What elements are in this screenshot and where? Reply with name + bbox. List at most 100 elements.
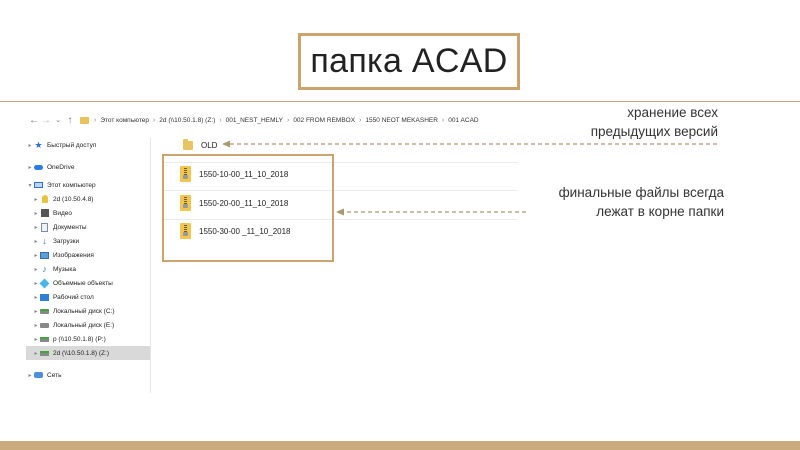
chevron-right-icon[interactable]: ▸ [34, 210, 38, 217]
breadcrumb-acad[interactable]: 001 ACAD [448, 116, 479, 124]
sidebar-item-3d-objects[interactable]: ▸ Объемные объекты [26, 276, 150, 290]
cube-icon [39, 278, 50, 288]
footer-bar [0, 441, 800, 450]
folder-icon [80, 116, 89, 124]
sidebar-item-quick-access[interactable]: ▸ ★ Быстрый доступ [26, 138, 150, 152]
row-divider [162, 162, 517, 163]
row-divider [162, 190, 517, 191]
sidebar-item-network-drive-z[interactable]: ▸ 2d (\\10.50.1.8) (Z:) [26, 346, 150, 360]
arrowhead-icon [222, 140, 230, 148]
video-icon [40, 209, 49, 218]
desktop-icon [40, 293, 49, 302]
back-arrow-icon[interactable]: ← [29, 114, 39, 126]
chevron-right-icon[interactable]: ▸ [34, 308, 38, 315]
chevron-right-icon[interactable]: ▸ [34, 196, 38, 203]
address-bar[interactable]: ← → ⌄ ↑ › Этот компьютер › 2d (\\10.50.1… [28, 112, 518, 128]
computer-icon [34, 181, 43, 190]
breadcrumb-separator-icon: › [359, 116, 362, 124]
sidebar-item-label: Видео [53, 209, 72, 217]
file-name: OLD [201, 140, 218, 150]
breadcrumb-from-rembox[interactable]: 002 FROM REMBOX [293, 116, 356, 124]
title-divider [0, 101, 800, 102]
chevron-right-icon[interactable]: ▸ [34, 266, 38, 273]
image-icon [40, 251, 49, 260]
sidebar-item-label: Документы [53, 223, 87, 231]
zip-archive-icon [180, 195, 191, 211]
sidebar-item-label: Загрузки [53, 237, 80, 245]
bulb-icon [40, 195, 49, 204]
breadcrumb-separator-icon: › [286, 116, 290, 124]
sidebar-item-network-drive-p[interactable]: ▸ p (\\10.50.1.8) (P:) [26, 332, 150, 346]
up-arrow-icon[interactable]: ↑ [67, 114, 73, 126]
chevron-right-icon[interactable]: ▸ [34, 238, 38, 245]
chevron-right-icon[interactable]: ▸ [34, 322, 38, 329]
recent-chevron-icon[interactable]: ⌄ [55, 117, 61, 124]
music-icon: ♪ [42, 264, 47, 274]
network-drive-icon [40, 349, 49, 358]
chevron-right-icon[interactable]: ▸ [34, 224, 38, 231]
chevron-right-icon[interactable]: ▸ [28, 164, 32, 171]
chevron-down-icon[interactable]: ▾ [28, 182, 32, 189]
sidebar-item-documents[interactable]: ▸ Документы [26, 220, 150, 234]
sidebar-item-pictures[interactable]: ▸ Изображения [26, 248, 150, 262]
annotation-line: хранение всех [627, 105, 718, 120]
network-drive-icon [40, 335, 49, 344]
drive-icon [40, 307, 49, 316]
annotation-final-files: финальные файлы всегда лежат в корне пап… [559, 183, 724, 221]
breadcrumb-separator-icon: › [94, 116, 97, 124]
list-item-folder-old[interactable]: OLD [183, 138, 218, 151]
sidebar-item-label: Сеть [47, 371, 62, 379]
sidebar-item-desktop[interactable]: ▸ Рабочий стол [26, 290, 150, 304]
sidebar-item-onedrive[interactable]: ▸ OneDrive [26, 160, 150, 174]
sidebar-item-label: OneDrive [47, 163, 75, 171]
annotation-old-versions: хранение всех предыдущих версий [591, 103, 718, 141]
breadcrumb-separator-icon: › [441, 116, 445, 124]
list-item-zip-3[interactable]: 1550-30-00 _11_10_2018 [180, 221, 291, 241]
sidebar-item-video[interactable]: ▸ Видео [26, 206, 150, 220]
sidebar-item-label: 2d (\\10.50.1.8) (Z:) [53, 349, 109, 357]
row-divider [162, 219, 517, 220]
sidebar-item-label: p (\\10.50.1.8) (P:) [53, 335, 106, 343]
file-name: 1550-10-00_11_10_2018 [199, 169, 289, 179]
arrowhead-icon [336, 208, 344, 216]
chevron-right-icon[interactable]: ▸ [34, 336, 38, 343]
breadcrumb-separator-icon: › [152, 116, 156, 124]
sidebar-item-label: Быстрый доступ [47, 141, 97, 149]
sidebar-item-local-disk-e[interactable]: ▸ Локальный диск (E:) [26, 318, 150, 332]
breadcrumb-neot-mekasher[interactable]: 1550 NEOT MEKASHER [365, 116, 438, 124]
annotation-line: финальные файлы всегда [558, 185, 724, 200]
forward-arrow-icon[interactable]: → [41, 114, 51, 126]
annotation-line: предыдущих версий [590, 124, 718, 139]
chevron-right-icon[interactable]: ▸ [34, 350, 38, 357]
star-icon: ★ [34, 139, 43, 150]
sidebar-item-local-disk-c[interactable]: ▸ Локальный диск (C:) [26, 304, 150, 318]
download-icon: ↓ [42, 236, 47, 246]
breadcrumb-this-pc[interactable]: Этот компьютер [100, 116, 149, 124]
sidebar-item-downloads[interactable]: ▸ ↓ Загрузки [26, 234, 150, 248]
breadcrumb-drive-z[interactable]: 2d (\\10.50.1.8) (Z:) [159, 116, 216, 124]
breadcrumb-separator-icon: › [219, 116, 222, 124]
zip-archive-icon [180, 223, 191, 239]
sidebar-item-network[interactable]: ▸ Сеть [26, 368, 150, 382]
list-item-zip-1[interactable]: 1550-10-00_11_10_2018 [180, 164, 288, 184]
file-name: 1550-20-00_11_10_2018 [199, 198, 289, 208]
sidebar-item-label: Рабочий стол [53, 293, 94, 301]
sidebar-item-label: Музыка [53, 265, 76, 273]
navigation-pane: ▸ ★ Быстрый доступ ▸ OneDrive ▾ Этот ком… [26, 138, 151, 393]
chevron-right-icon[interactable]: ▸ [34, 280, 38, 287]
sidebar-item-2d-drive[interactable]: ▸ 2d (10.50.4.8) [26, 192, 150, 206]
sidebar-item-label: Локальный диск (E:) [53, 321, 115, 329]
sidebar-item-label: Локальный диск (C:) [53, 307, 115, 315]
chevron-right-icon[interactable]: ▸ [28, 142, 32, 149]
file-name: 1550-30-00 _11_10_2018 [199, 226, 291, 236]
chevron-right-icon[interactable]: ▸ [34, 294, 38, 301]
breadcrumb-nest-hemly[interactable]: 001_NEST_HEMLY [225, 116, 283, 124]
slide-title-box: папка ACAD [298, 33, 520, 90]
sidebar-item-label: Этот компьютер [47, 181, 96, 189]
sidebar-item-music[interactable]: ▸ ♪ Музыка [26, 262, 150, 276]
chevron-right-icon[interactable]: ▸ [34, 252, 38, 259]
cloud-icon [34, 163, 43, 172]
list-item-zip-2[interactable]: 1550-20-00_11_10_2018 [180, 193, 288, 213]
chevron-right-icon[interactable]: ▸ [28, 372, 32, 379]
sidebar-item-this-pc[interactable]: ▾ Этот компьютер [26, 178, 150, 192]
